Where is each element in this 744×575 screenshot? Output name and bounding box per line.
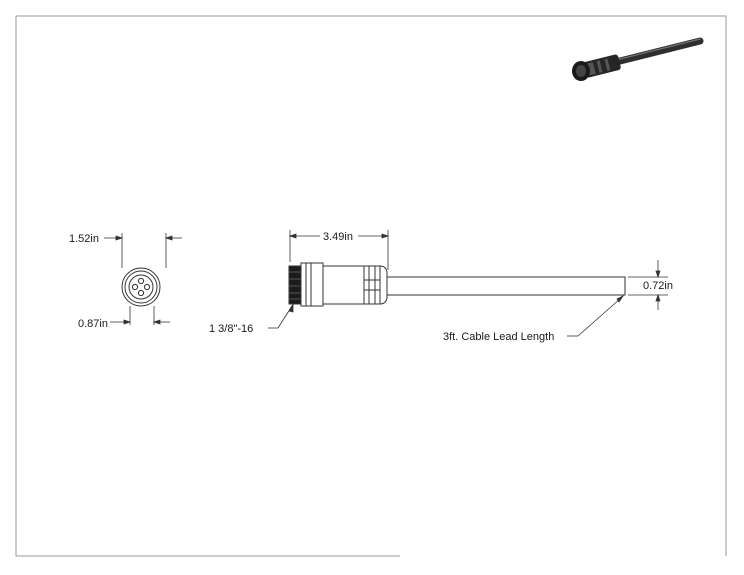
length-dimension-lines bbox=[288, 230, 390, 270]
connector-side-view bbox=[288, 262, 626, 307]
sheet-border bbox=[15, 15, 727, 557]
cable-diameter-dimension: 0.72in bbox=[643, 280, 673, 292]
cable bbox=[386, 276, 626, 296]
isometric-render bbox=[572, 37, 704, 81]
cable-diameter-lines bbox=[628, 260, 668, 310]
face-dimension-lines bbox=[104, 233, 182, 325]
thread-size-callout: 1 3/8"-16 bbox=[209, 323, 253, 335]
contact-pin-left bbox=[131, 283, 139, 291]
contact-pin-right bbox=[143, 283, 151, 291]
face-outer-dimension: 1.52in bbox=[69, 233, 99, 245]
connector-face-view bbox=[121, 267, 161, 307]
connector-housing bbox=[322, 265, 388, 305]
connector-length-dimension: 3.49in bbox=[323, 231, 353, 243]
contact-pin-bottom bbox=[137, 289, 145, 297]
face-inner-dimension: 0.87in bbox=[78, 318, 108, 330]
cable-length-leader bbox=[567, 294, 625, 337]
cable-length-callout: 3ft. Cable Lead Length bbox=[443, 331, 554, 343]
contact-pin-top bbox=[137, 277, 145, 285]
thread-leader bbox=[268, 302, 294, 329]
